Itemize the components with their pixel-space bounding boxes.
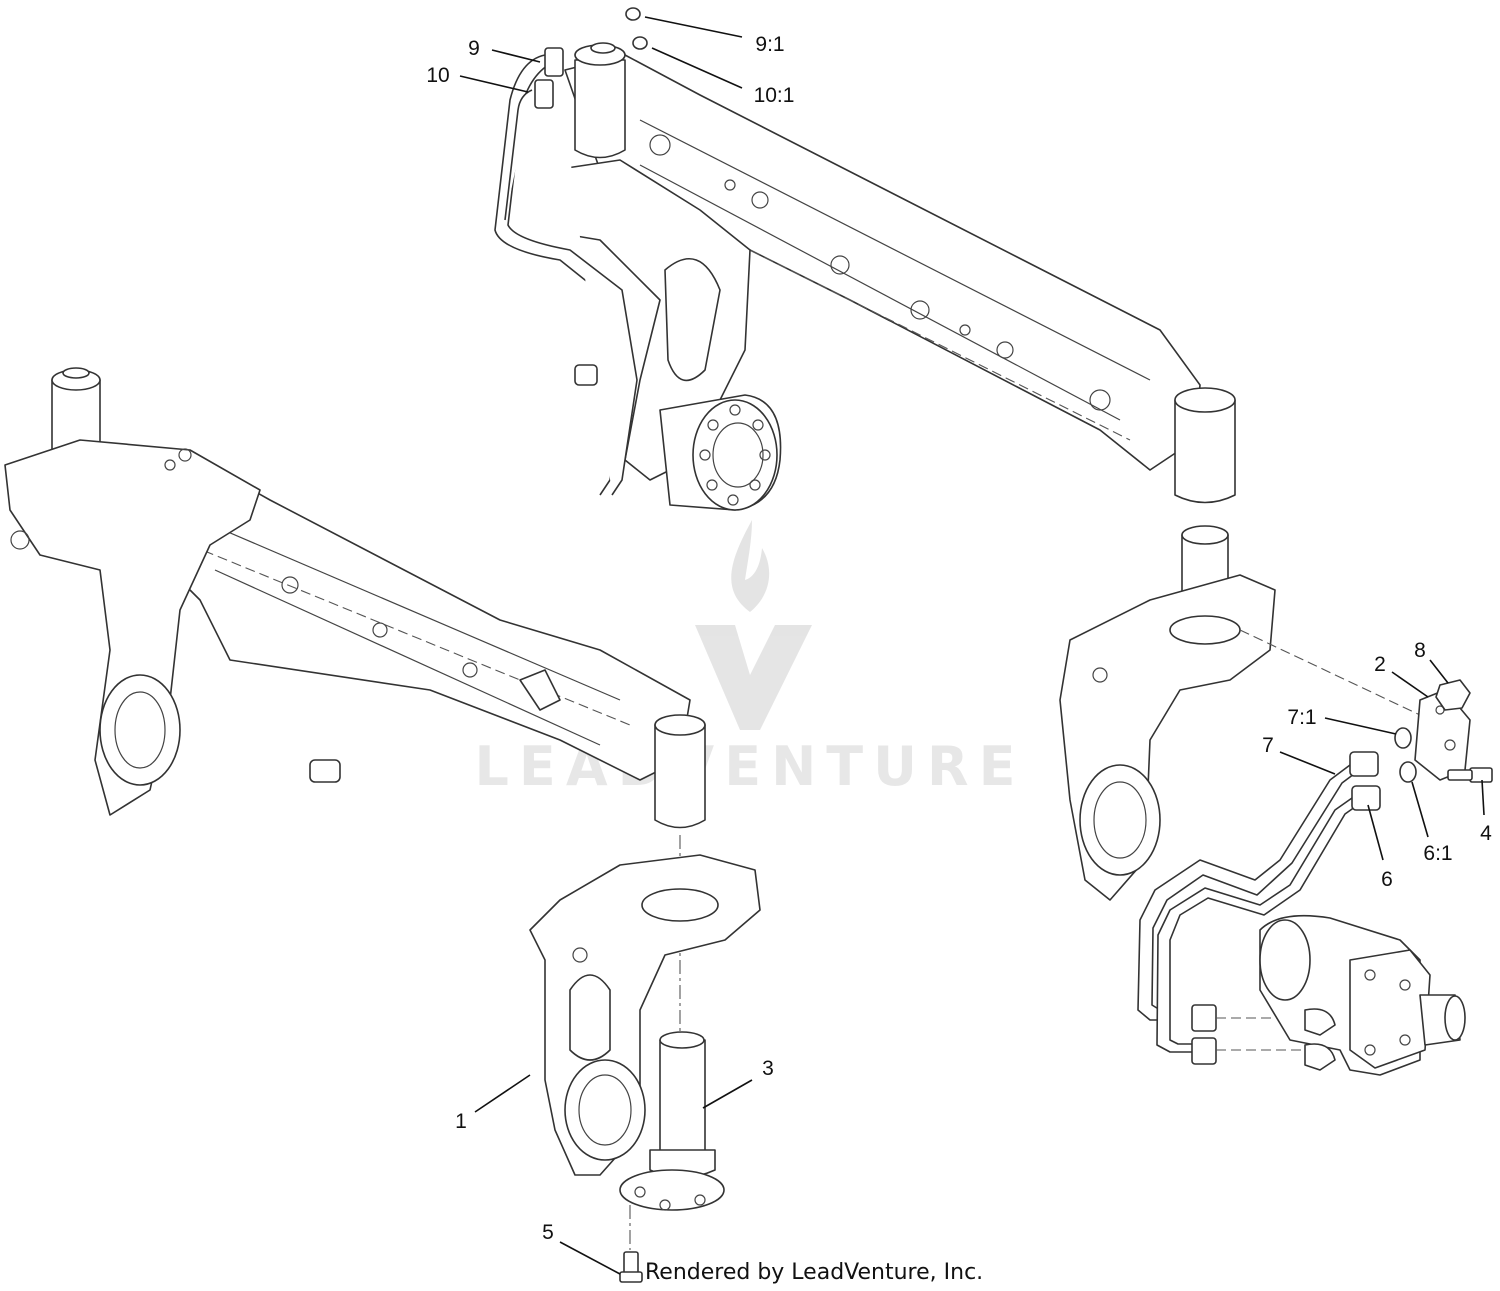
o-ring-6-1: [1399, 761, 1417, 783]
o-ring-10-1: [632, 36, 648, 50]
callout-labels: 9 10 9:1 10:1 2 8 7:1 7 4 6:1 6 3 1 5: [426, 33, 1492, 1244]
watermark-text: LEADVENTURE: [475, 735, 1026, 798]
callout-3: 3: [762, 1057, 774, 1080]
hydraulic-lines-6-7: [1137, 751, 1381, 1065]
callout-7: 7: [1262, 734, 1274, 757]
callout-1: 1: [455, 1110, 467, 1133]
left-axle-assembly: [4, 367, 706, 829]
leader-lines: [459, 16, 1485, 1275]
o-ring-7-1: [1394, 727, 1412, 749]
callout-4: 4: [1480, 822, 1492, 845]
right-wheel-motor: [1259, 914, 1466, 1076]
watermark-logo: [695, 520, 812, 730]
bolt-part-5: [619, 1251, 643, 1283]
callout-2: 2: [1374, 653, 1386, 676]
hub-part-3: [619, 1031, 725, 1211]
callout-5: 5: [542, 1221, 554, 1244]
callout-9-1: 9:1: [755, 33, 784, 56]
lower-knuckle-part-1: [529, 854, 761, 1176]
bolt-part-4: [1447, 767, 1493, 783]
upper-axle-assembly: [494, 42, 1236, 511]
callout-10-1: 10:1: [754, 84, 795, 107]
callout-6: 6: [1381, 868, 1393, 891]
upper-wheel-motor: [659, 394, 782, 511]
callout-9: 9: [468, 37, 480, 60]
o-ring-9-1: [625, 7, 641, 21]
callout-6-1: 6:1: [1423, 842, 1452, 865]
render-credit: Rendered by LeadVenture, Inc.: [645, 1260, 983, 1285]
callout-7-1: 7:1: [1287, 706, 1316, 729]
callout-8: 8: [1414, 639, 1426, 662]
callout-10: 10: [426, 64, 449, 87]
nut-part-8: [1435, 679, 1471, 711]
right-knuckle-assembly: [1059, 525, 1276, 901]
